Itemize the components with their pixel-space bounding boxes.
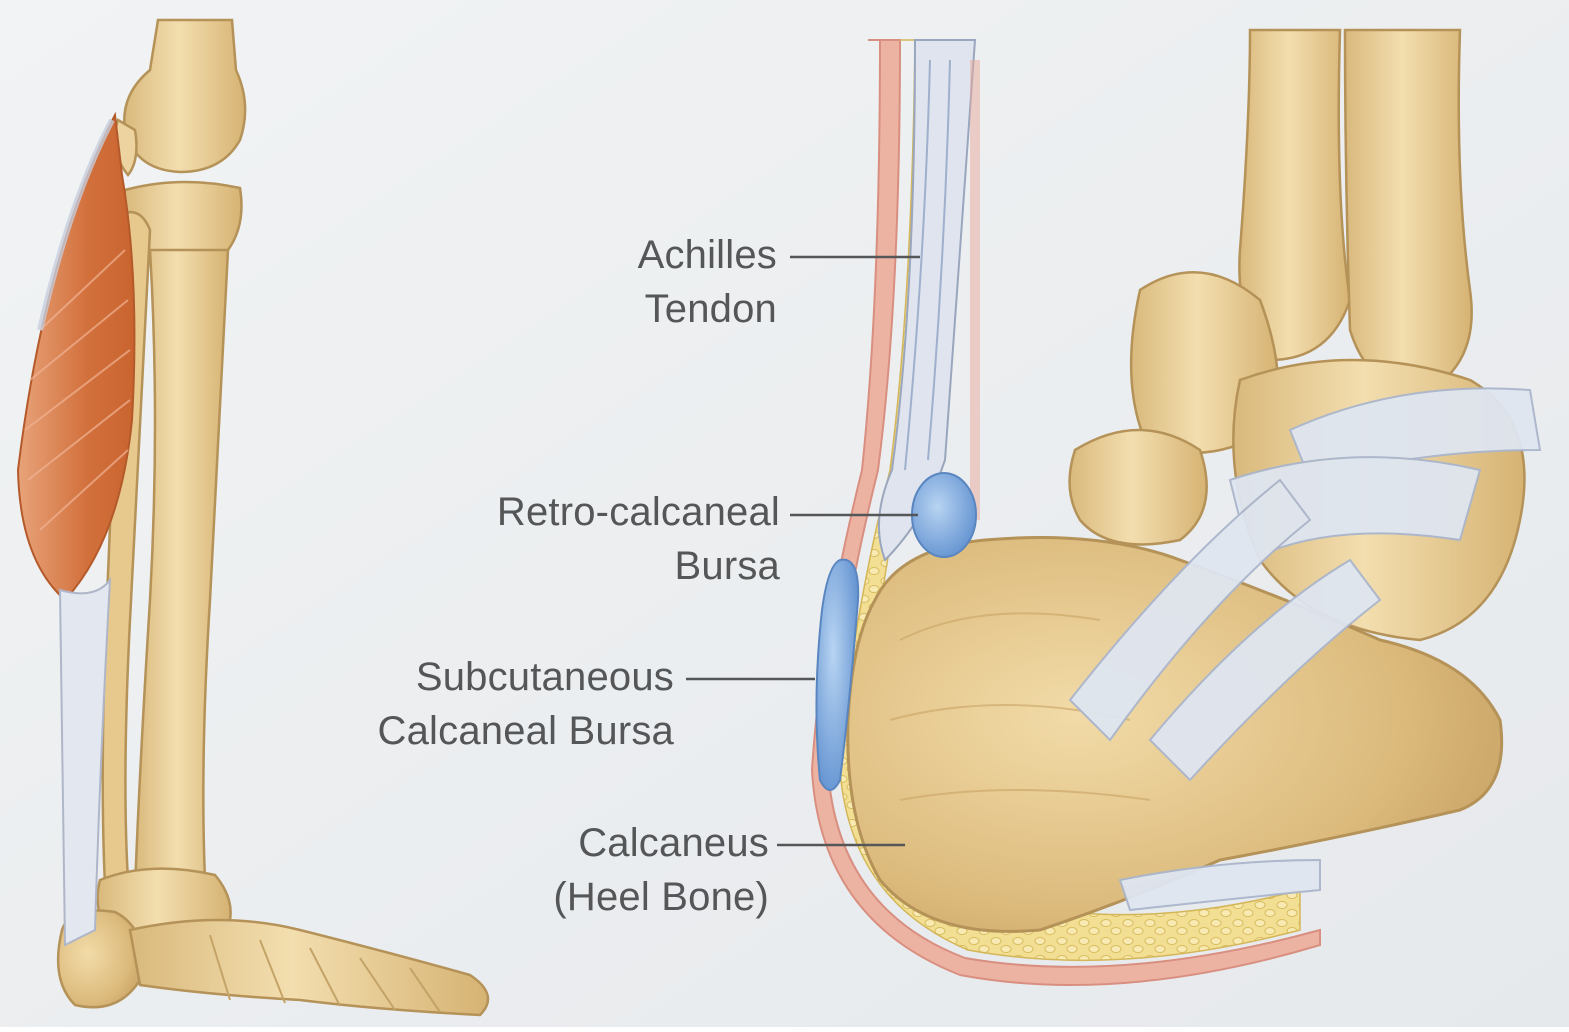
- label-subcutaneous-line1: Subcutaneous: [300, 650, 674, 704]
- label-calcaneus: Calcaneus (Heel Bone): [480, 816, 769, 924]
- label-achilles-line2: Tendon: [560, 282, 777, 336]
- label-retrocalcaneal-bursa: Retro-calcaneal Bursa: [420, 485, 780, 593]
- label-calcaneus-line2: (Heel Bone): [480, 870, 769, 924]
- label-retro-line1: Retro-calcaneal: [420, 485, 780, 539]
- label-retro-line2: Bursa: [420, 539, 780, 593]
- label-achilles-tendon: Achilles Tendon: [560, 228, 777, 336]
- label-subcutaneous-calcaneal-bursa: Subcutaneous Calcaneal Bursa: [300, 650, 674, 758]
- navicular: [1070, 430, 1207, 545]
- label-subcutaneous-line2: Calcaneal Bursa: [300, 704, 674, 758]
- retrocalcaneal-bursa: [912, 473, 976, 557]
- label-calcaneus-line1: Calcaneus: [480, 816, 769, 870]
- fibula-lower: [1345, 30, 1472, 390]
- label-achilles-line1: Achilles: [560, 228, 777, 282]
